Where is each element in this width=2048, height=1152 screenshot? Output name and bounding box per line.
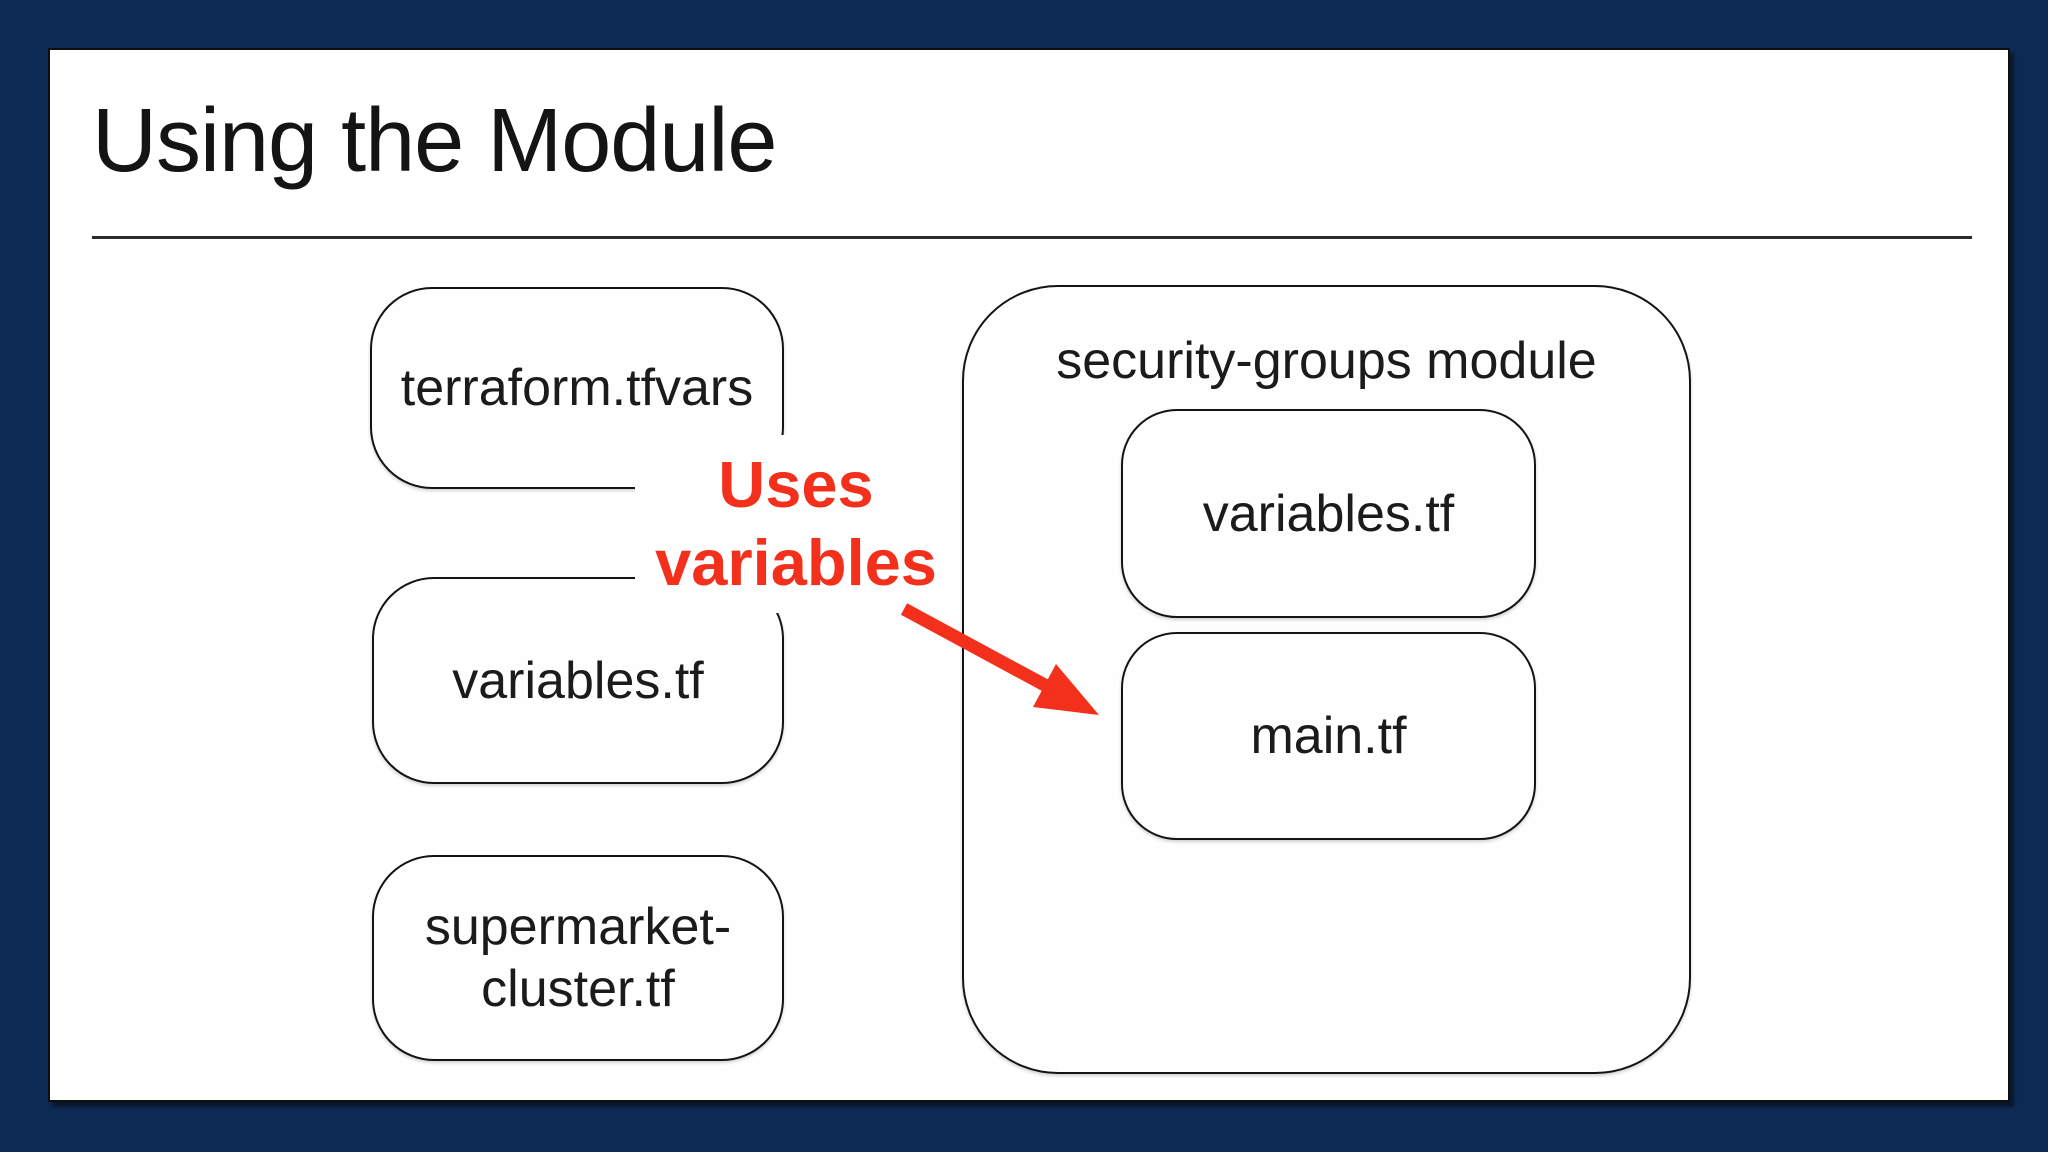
file-label-supermarket-cluster-tf: supermarket- cluster.tf	[425, 896, 731, 1020]
annotation-line-2: variables	[655, 526, 937, 599]
file-box-variables-tf-module: variables.tf	[1121, 409, 1536, 618]
file-box-terraform-tfvars: terraform.tfvars	[370, 287, 784, 489]
file-label-main-tf: main.tf	[1250, 707, 1407, 765]
module-title: security-groups module	[1056, 332, 1597, 390]
file-label-variables-tf-module: variables.tf	[1202, 484, 1455, 543]
security-groups-module-container: security-groups module variables.tf main…	[962, 285, 1691, 1074]
file-box-main-tf: main.tf	[1121, 632, 1536, 840]
annotation-line-1: Uses	[718, 448, 874, 521]
file-label-variables-tf-left: variables.tf	[452, 651, 704, 710]
file-label-line-1: supermarket-	[424, 898, 732, 956]
uses-variables-annotation: Uses variables	[635, 435, 957, 613]
title-divider-line	[92, 236, 1972, 239]
slide-title: Using the Module	[92, 91, 777, 191]
presentation-slide: Using the Module terraform.tfvars variab…	[48, 48, 2010, 1102]
file-box-supermarket-cluster-tf: supermarket- cluster.tf	[372, 855, 784, 1061]
file-label-line-2: cluster.tf	[481, 960, 675, 1018]
file-label-terraform-tfvars: terraform.tfvars	[400, 359, 754, 417]
file-box-variables-tf-left: variables.tf	[372, 577, 784, 784]
